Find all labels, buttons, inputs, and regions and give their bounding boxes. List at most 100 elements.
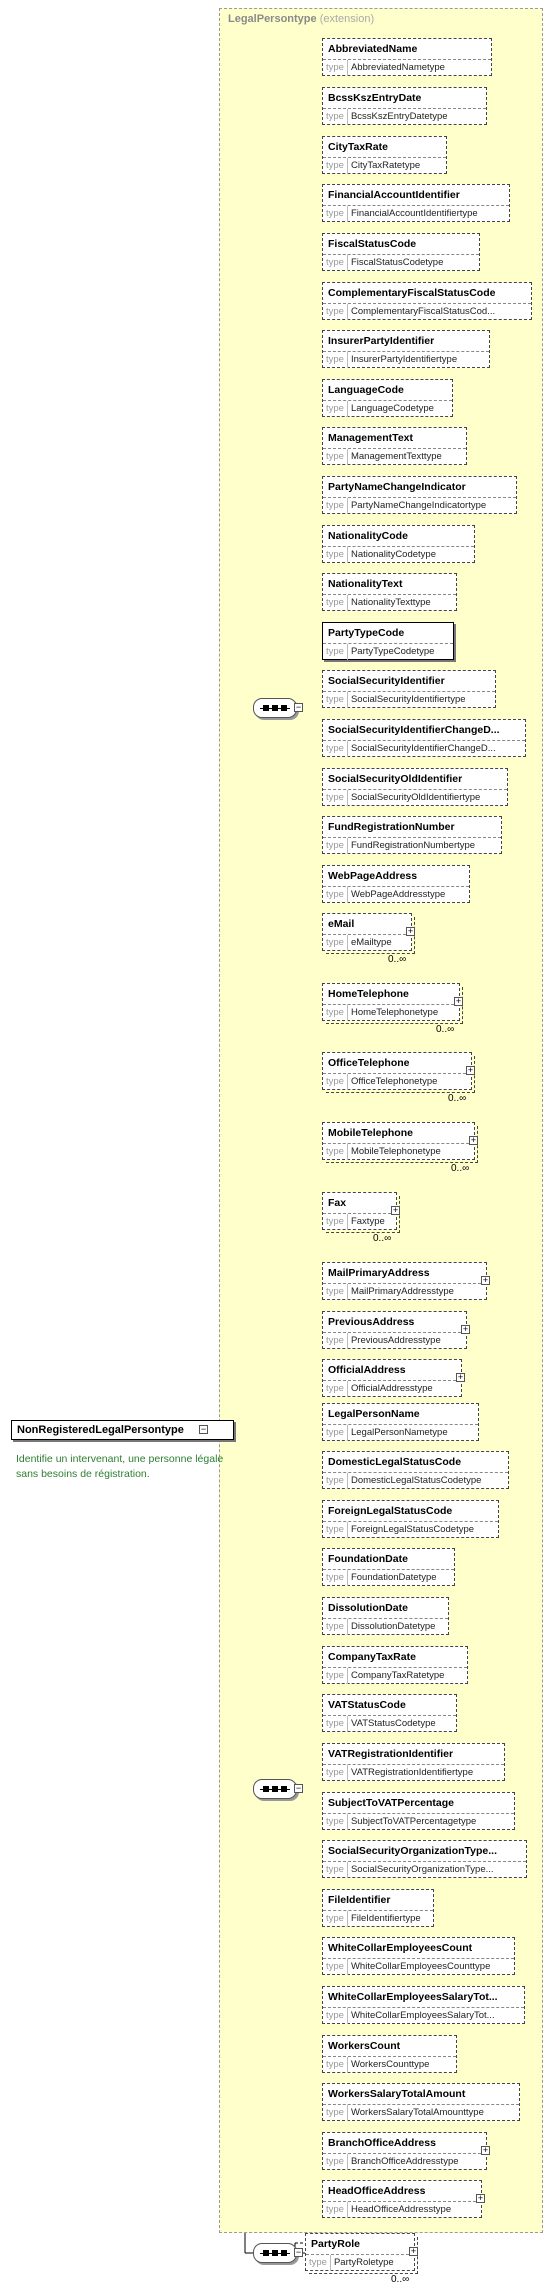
expand-icon[interactable]: + bbox=[469, 1135, 478, 1145]
type-keyword: type bbox=[326, 206, 348, 222]
sequence-compositor-3[interactable] bbox=[253, 2243, 297, 2263]
expand-icon[interactable]: + bbox=[406, 926, 415, 936]
element-type: SubjectToVATPercentagetype bbox=[350, 1816, 477, 1827]
type-keyword: type bbox=[326, 741, 348, 757]
element-name: HeadOfficeAddress bbox=[328, 2185, 426, 2197]
extension-base-name: LegalPersontype bbox=[228, 13, 317, 25]
type-keyword: type bbox=[326, 1959, 348, 1975]
expand-icon[interactable]: + bbox=[391, 1205, 400, 1215]
expand-icon[interactable]: + bbox=[466, 1065, 475, 1075]
type-keyword: type bbox=[326, 1214, 348, 1230]
type-keyword: type bbox=[326, 1911, 348, 1927]
root-collapse-icon[interactable]: − bbox=[199, 1424, 208, 1434]
root-element-NonRegisteredLegalPersontype[interactable]: NonRegisteredLegalPersontype bbox=[11, 1420, 234, 1440]
element-name: MailPrimaryAddress bbox=[328, 1267, 430, 1279]
cardinality-label: 0..∞ bbox=[373, 1233, 392, 1244]
expand-icon[interactable]: + bbox=[409, 2246, 418, 2256]
element-name: PartyTypeCode bbox=[328, 627, 405, 639]
expand-icon[interactable]: + bbox=[461, 1324, 470, 1334]
type-keyword: type bbox=[326, 1333, 348, 1349]
element-type: CityTaxRatetype bbox=[350, 160, 421, 171]
element-name: FileIdentifier bbox=[328, 1894, 391, 1906]
type-keyword: type bbox=[326, 449, 348, 465]
type-keyword: type bbox=[326, 2008, 348, 2024]
element-type: WhiteCollarEmployeesCounttype bbox=[350, 1961, 491, 1972]
sequence-1-collapse-icon[interactable]: − bbox=[294, 702, 303, 712]
type-keyword: type bbox=[326, 1522, 348, 1538]
expand-icon[interactable]: + bbox=[456, 1372, 465, 1382]
sequence-compositor-1[interactable] bbox=[253, 698, 297, 718]
element-name: OfficeTelephone bbox=[328, 1057, 410, 1069]
element-type: FoundationDatetype bbox=[350, 1572, 437, 1583]
expand-icon[interactable]: + bbox=[481, 2145, 490, 2155]
expand-icon[interactable]: + bbox=[481, 1275, 490, 1285]
sequence-2-collapse-icon[interactable]: − bbox=[294, 1783, 303, 1793]
element-name: WorkersSalaryTotalAmount bbox=[328, 2088, 466, 2100]
sequence-compositor-2[interactable] bbox=[253, 1779, 297, 1799]
element-name: VATStatusCode bbox=[328, 1699, 406, 1711]
element-name: ForeignLegalStatusCode bbox=[328, 1505, 453, 1517]
sequence-3-collapse-icon[interactable]: − bbox=[294, 2247, 303, 2257]
expand-icon[interactable]: + bbox=[476, 2193, 485, 2203]
cardinality-label: 0..∞ bbox=[391, 2274, 410, 2285]
type-keyword: type bbox=[326, 401, 348, 417]
expand-icon[interactable]: + bbox=[454, 996, 463, 1006]
type-keyword: type bbox=[326, 1716, 348, 1732]
